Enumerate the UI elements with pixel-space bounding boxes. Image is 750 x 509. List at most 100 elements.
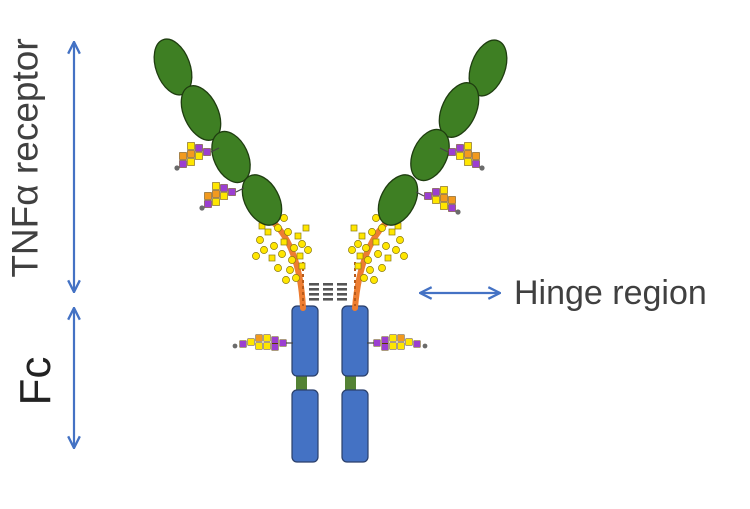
glycan-unit-left xyxy=(268,254,276,262)
glycan-square xyxy=(179,160,187,168)
glycan-unit-right xyxy=(366,266,374,274)
glycan-unit-right xyxy=(396,236,404,244)
glycan-chain-icon xyxy=(232,334,293,351)
glycan-unit-right xyxy=(400,252,408,260)
glycan-tip xyxy=(479,165,485,171)
glycan-unit-right xyxy=(356,252,364,260)
glycan-unit-left xyxy=(298,240,306,248)
fc-domain-1 xyxy=(291,305,319,377)
glycan-unit-right xyxy=(388,228,396,236)
disulfide-bond xyxy=(337,293,347,296)
glycan-tip xyxy=(174,165,180,171)
fc-linker-1 xyxy=(296,374,307,392)
disulfide-bond xyxy=(337,298,347,301)
glycan-unit-right xyxy=(362,244,370,252)
glycan-unit-left xyxy=(296,252,304,260)
tnf-receptor-domain-7 xyxy=(410,128,450,182)
glycan-square xyxy=(464,150,472,158)
glycan-square xyxy=(220,192,228,200)
tnf-receptor-domain-8 xyxy=(377,174,419,226)
glycan-square xyxy=(405,338,413,346)
glycan-square xyxy=(204,200,212,208)
glycan-unit-left xyxy=(286,266,294,274)
glycan-unit-left xyxy=(260,246,268,254)
glycan-square xyxy=(195,152,203,160)
disulfide-bond xyxy=(309,298,319,301)
glycan-square xyxy=(220,184,228,192)
glycan-square xyxy=(381,336,389,344)
glycan-chain-icon xyxy=(367,334,428,351)
glycan-unit-right xyxy=(348,246,356,254)
disulfide-bond xyxy=(309,288,319,291)
glycan-square xyxy=(204,192,212,200)
glycan-square xyxy=(440,194,448,202)
glycan-unit-right xyxy=(374,250,382,258)
glycan-unit-right xyxy=(372,238,380,246)
glycan-unit-left xyxy=(278,250,286,258)
fc-domain-3 xyxy=(291,389,319,463)
glycan-square xyxy=(432,188,440,196)
fc-label: Fc xyxy=(11,356,60,406)
glycan-chain-icon xyxy=(439,142,485,171)
glycan-unit-right xyxy=(360,274,368,282)
glycan-unit-right xyxy=(370,276,378,284)
glycan-unit-left xyxy=(256,236,264,244)
glycan-square xyxy=(448,196,456,204)
glycan-square xyxy=(424,192,432,200)
glycan-chain-icon xyxy=(415,186,461,215)
glycan-unit-left xyxy=(292,274,300,282)
tnf-receptor-label: TNFα receptor xyxy=(4,38,46,278)
disulfide-bond xyxy=(309,283,319,286)
glycan-square xyxy=(456,144,464,152)
glycan-square xyxy=(464,142,472,150)
glycan-square xyxy=(271,336,279,344)
glycan-square xyxy=(203,148,211,156)
glycan-unit-left xyxy=(294,232,302,240)
disulfide-bond xyxy=(323,288,333,291)
glycan-square xyxy=(397,342,405,350)
hinge-region-label: Hinge region xyxy=(514,274,707,312)
glycan-unit-right xyxy=(382,242,390,250)
glycan-unit-left xyxy=(274,224,282,232)
disulfide-bond xyxy=(337,283,347,286)
glycan-square xyxy=(448,148,456,156)
glycan-square xyxy=(413,340,421,348)
glycan-unit-left xyxy=(274,264,282,272)
glycan-stem xyxy=(210,147,220,153)
glycan-unit-left xyxy=(252,252,260,260)
glycan-unit-left xyxy=(280,238,288,246)
glycan-unit-left xyxy=(304,246,312,254)
glycan-unit-left xyxy=(290,244,298,252)
glycan-stem xyxy=(415,191,425,197)
glycan-square xyxy=(381,343,389,351)
disulfide-bond xyxy=(323,283,333,286)
glycan-stem xyxy=(439,147,449,153)
glycan-square xyxy=(228,188,236,196)
glycan-square xyxy=(456,152,464,160)
glycan-square xyxy=(397,334,405,342)
glycan-square xyxy=(255,334,263,342)
glycan-square xyxy=(448,204,456,212)
glycan-unit-left xyxy=(302,224,310,232)
glycan-unit-left xyxy=(264,228,272,236)
tnf-receptor-domain-4 xyxy=(241,174,283,226)
glycan-square xyxy=(212,190,220,198)
glycan-square xyxy=(263,342,271,350)
glycan-square xyxy=(440,202,448,210)
glycan-tip xyxy=(232,343,238,349)
glycan-unit-right xyxy=(354,262,362,270)
fc-label-box: Fc xyxy=(11,340,60,422)
glycan-square xyxy=(432,196,440,204)
glycan-square xyxy=(271,343,279,351)
glycan-square xyxy=(263,334,271,342)
glycan-square xyxy=(187,150,195,158)
glycan-tip xyxy=(422,343,428,349)
glycan-unit-right xyxy=(364,256,372,264)
glycan-square xyxy=(212,198,220,206)
glycan-tip xyxy=(199,205,205,211)
tnf-receptor-label-box: TNFα receptor xyxy=(2,32,48,284)
glycan-square xyxy=(373,339,381,347)
disulfide-bond xyxy=(309,293,319,296)
glycan-stem xyxy=(235,187,245,193)
